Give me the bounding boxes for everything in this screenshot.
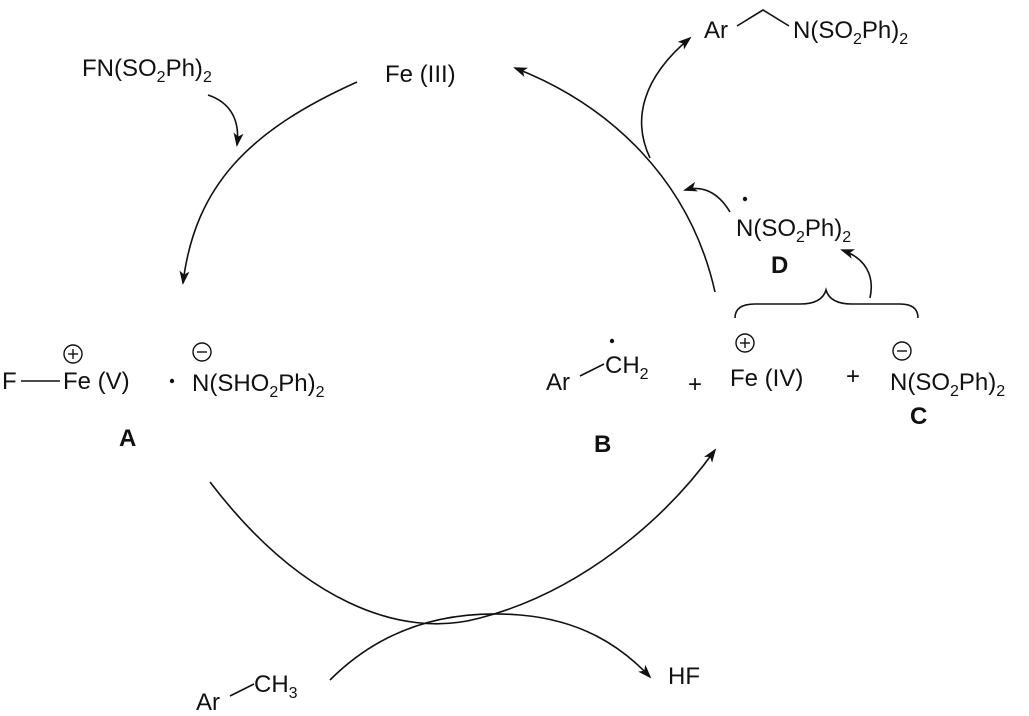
cycle-arrow-fe3-to-a — [179, 81, 358, 285]
positive-charge-icon — [63, 344, 83, 364]
ar-ch3-bond — [229, 683, 255, 697]
product-aryl-label: Ar — [704, 17, 728, 44]
product-formation-arrow — [640, 36, 692, 159]
plus-sign-2: + — [846, 363, 860, 390]
fe4-label: Fe (IV) — [730, 365, 803, 392]
radical-d-label: N(SO2Ph)2 — [736, 215, 851, 246]
fluorine-atom: F — [2, 368, 17, 395]
ch3-label: CH3 — [254, 671, 298, 702]
reagent-entry-arrow — [207, 94, 244, 147]
anion-c-negative-charge-icon — [892, 341, 912, 361]
label-b: B — [594, 431, 611, 458]
anion-a-label: N(SHO2Ph)2 — [192, 370, 325, 401]
label-d: D — [771, 252, 788, 279]
product-bond-icon — [736, 9, 790, 27]
negative-charge-icon — [192, 342, 212, 362]
fe4-c-brace — [734, 287, 919, 319]
nitrogen-radical-dot-icon — [742, 196, 748, 202]
hf-label: HF — [668, 663, 700, 690]
radical-dot-icon — [169, 378, 175, 384]
fe4-positive-charge-icon — [735, 333, 755, 353]
substrate-aryl-label: Ar — [196, 689, 220, 716]
ar-ch2-bond — [579, 363, 605, 377]
product-label: N(SO2Ph)2 — [793, 17, 908, 48]
label-a: A — [119, 425, 136, 452]
reagent-label: FN(SO2Ph)2 — [82, 55, 212, 86]
plus-sign-1: + — [688, 371, 702, 398]
bracket-to-d-arrow — [840, 249, 872, 299]
ch2-label: CH2 — [605, 352, 649, 383]
anion-c-label: N(SO2Ph)2 — [890, 369, 1005, 400]
cycle-arrow-to-fe3 — [513, 67, 716, 293]
radical-d-feed-arrow — [683, 181, 731, 213]
fe3-label: Fe (III) — [385, 61, 456, 88]
cycle-arrow-a-to-b — [209, 448, 717, 625]
fe5-label: Fe (V) — [63, 368, 130, 395]
aryl-b-label: Ar — [546, 369, 570, 396]
label-c: C — [910, 403, 927, 430]
benzyl-radical-dot-icon — [609, 338, 615, 344]
substrate-entry-arrow — [329, 613, 652, 681]
